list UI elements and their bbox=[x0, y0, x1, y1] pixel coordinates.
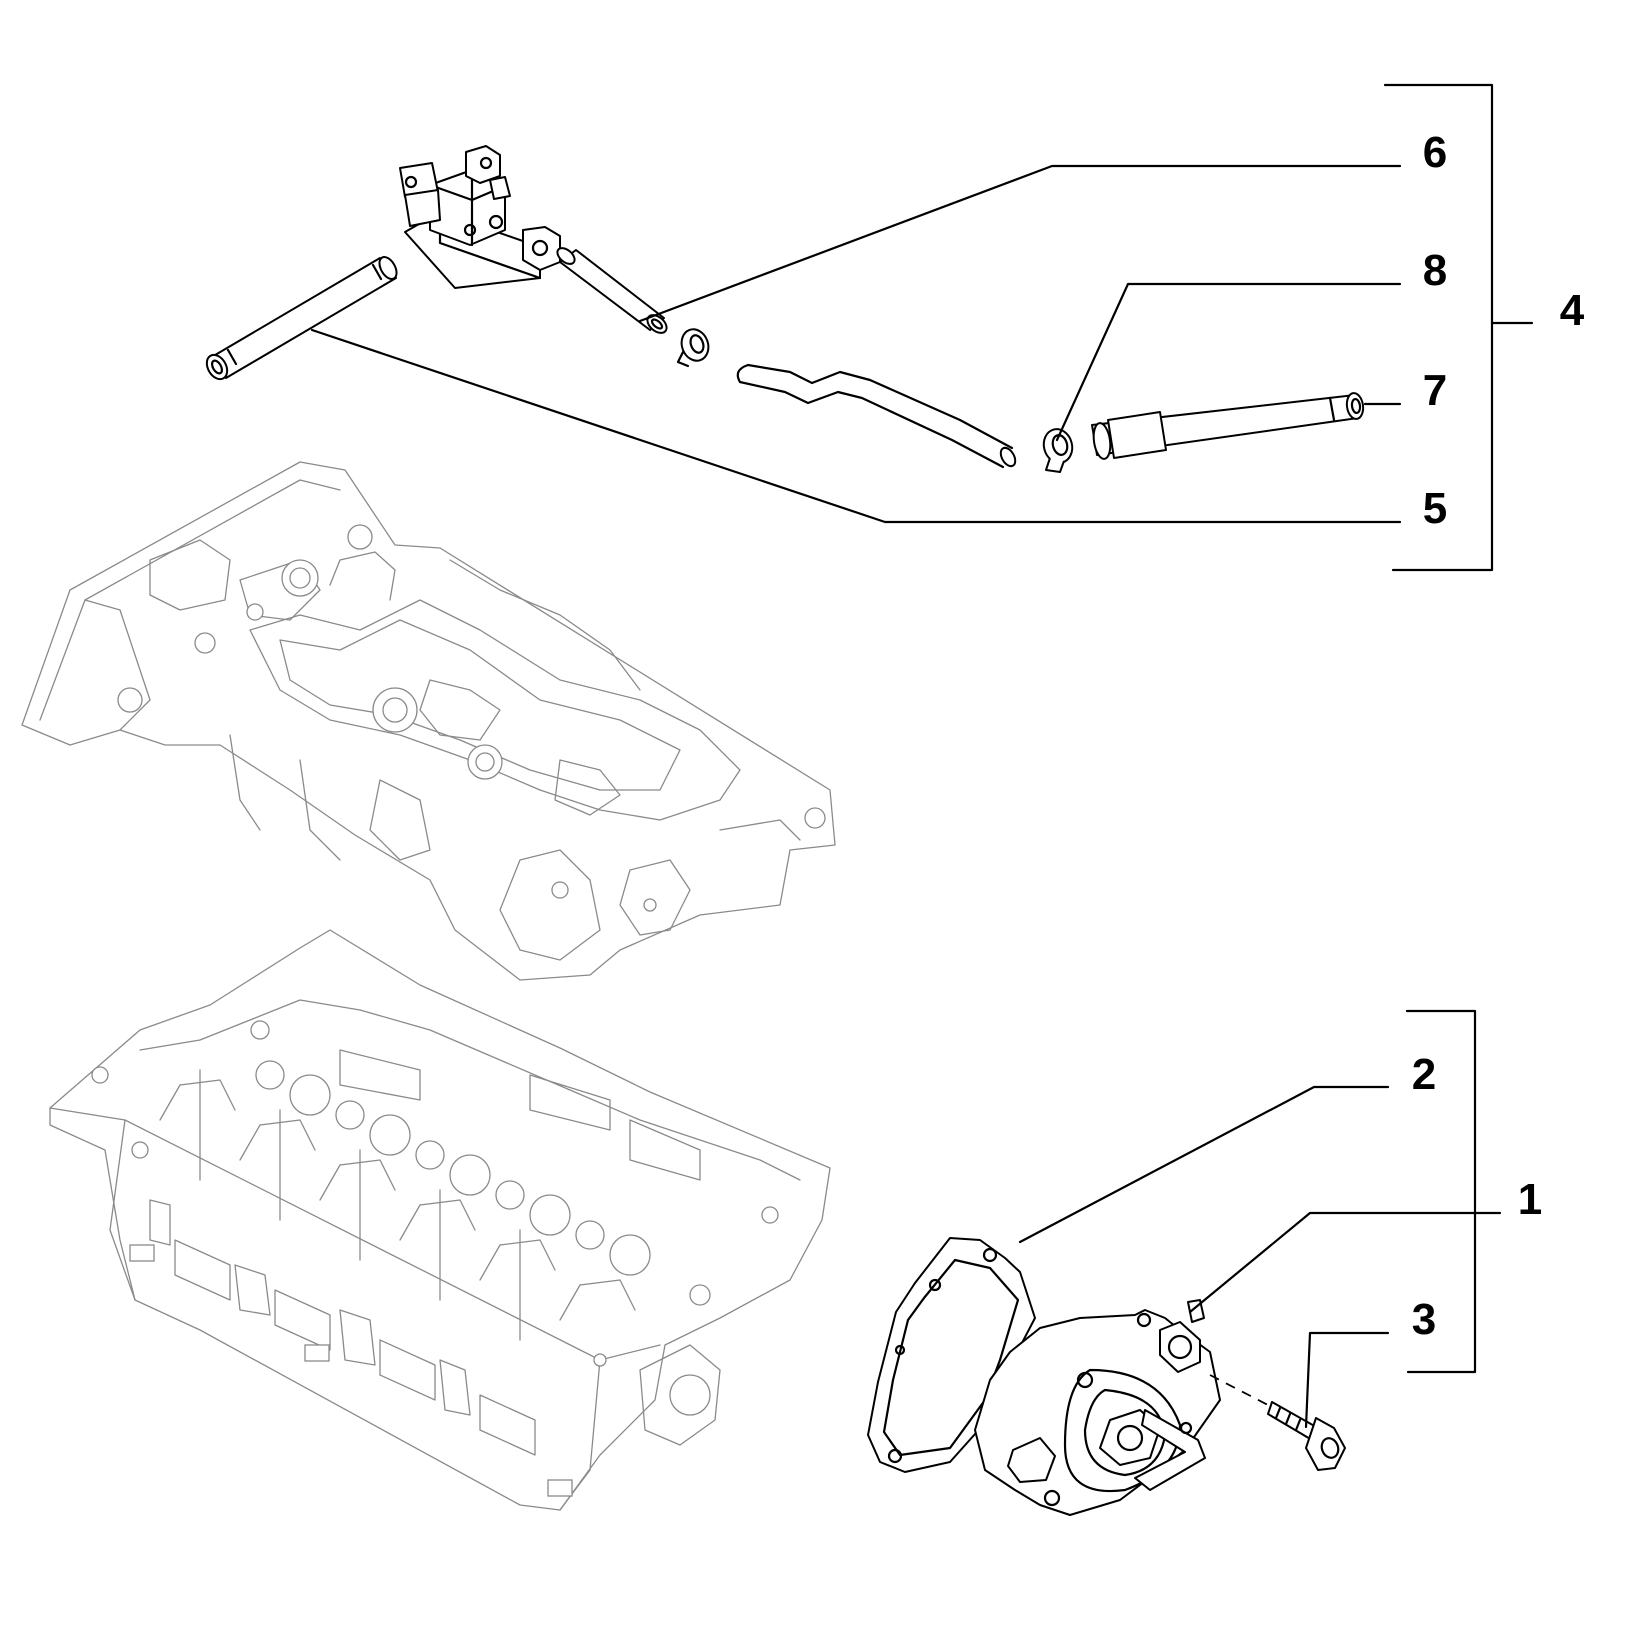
assembly-bracket-1 bbox=[1405, 1009, 1477, 1374]
sensor-bracket-part bbox=[399, 145, 561, 289]
leader-lines bbox=[310, 164, 1502, 1429]
callout-3: 3 bbox=[1412, 1295, 1436, 1344]
curved-hose-part bbox=[736, 363, 1017, 469]
cylinder-head-cover bbox=[21, 461, 836, 981]
callout-8: 8 bbox=[1423, 246, 1447, 295]
callout-7: 7 bbox=[1423, 366, 1447, 415]
short-hose-part bbox=[556, 247, 668, 334]
vacuum-pump-part-1 bbox=[974, 1299, 1221, 1516]
callout-4: 4 bbox=[1560, 286, 1585, 335]
callout-5: 5 bbox=[1423, 484, 1447, 533]
hose-clamp-part-8 bbox=[1042, 428, 1074, 473]
assembly-bracket-4 bbox=[1383, 83, 1534, 572]
pipe-fitting-part-7 bbox=[1091, 392, 1365, 460]
callout-6: 6 bbox=[1423, 128, 1447, 177]
cylinder-head bbox=[49, 929, 831, 1511]
callout-labels: 6 8 4 7 5 2 1 3 bbox=[1412, 128, 1585, 1344]
callout-2: 2 bbox=[1412, 1050, 1436, 1099]
callout-1: 1 bbox=[1518, 1175, 1542, 1224]
bolt-part-3 bbox=[1209, 1374, 1346, 1471]
hose-clamp-small bbox=[676, 328, 710, 368]
long-pipe-part bbox=[205, 256, 398, 381]
